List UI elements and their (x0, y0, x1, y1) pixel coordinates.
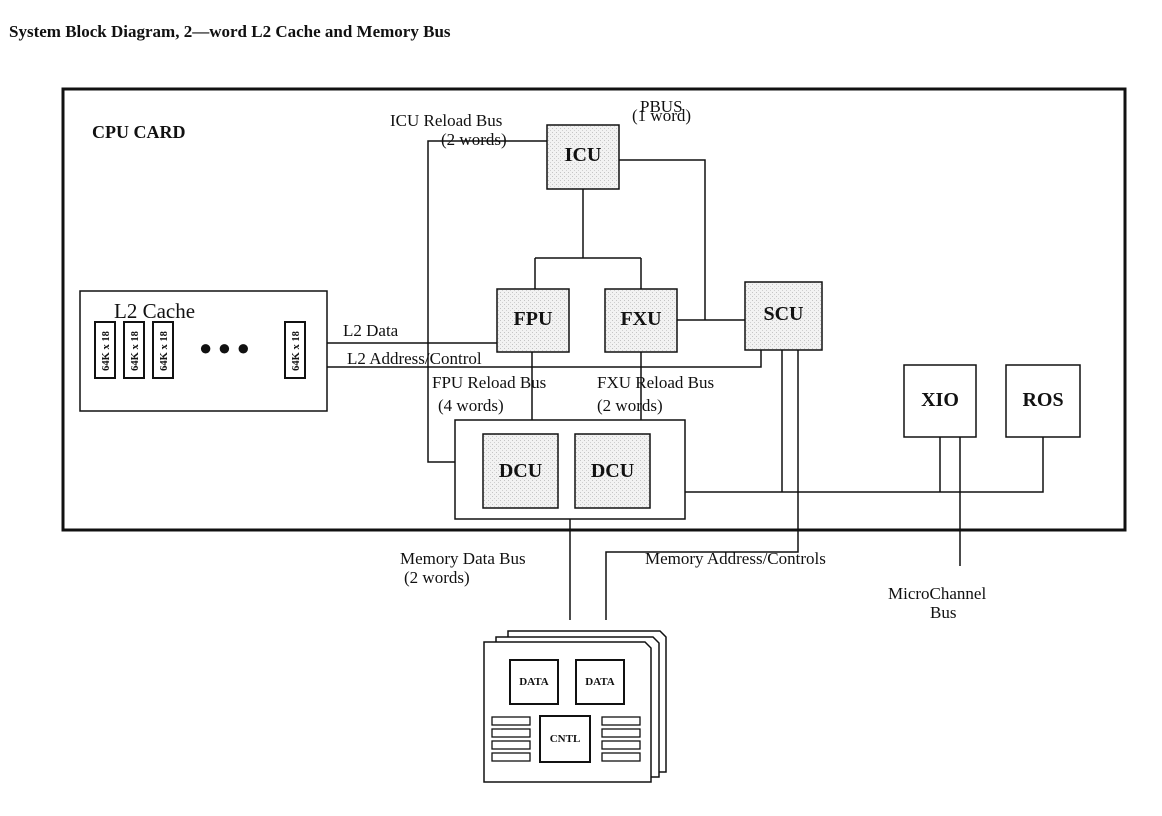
memory-card (483, 630, 667, 783)
l2-data-label: L2 Data (343, 321, 399, 340)
cpu-card-border (61, 87, 1127, 532)
icu-label: ICU (564, 144, 602, 166)
mem-data-left-label: DATA (519, 676, 549, 688)
microchannel-label-line2: Bus (930, 603, 957, 622)
fpu-reload-bus-width: (4 words) (438, 396, 504, 415)
fpu-reload-bus-name: FPU Reload Bus (432, 373, 547, 392)
icu-reload-bus-line (427, 140, 547, 463)
scu-box (744, 281, 823, 351)
memory-address-label: Memory Address/Controls (645, 549, 826, 568)
microchannel-label-line1: MicroChannel (888, 584, 987, 603)
mem-cntl-box (539, 715, 591, 763)
mem-cntl-label: CNTL (549, 733, 581, 745)
scu-bus-line (605, 350, 799, 620)
ros-label: ROS (1022, 389, 1064, 411)
l2-chips (94, 321, 306, 379)
memory-data-bus-width: (2 words) (404, 568, 470, 587)
l2-chip-1 (94, 321, 116, 379)
mem-pin-right-4 (601, 752, 641, 762)
fpu-box (496, 288, 570, 353)
pbus-name: PBUS (640, 97, 683, 116)
pbus-width: (1 word) (632, 106, 692, 125)
l2-cache-label: L2 Cache (114, 299, 196, 323)
l2-chip-2 (123, 321, 145, 379)
mem-data-right-box (575, 659, 625, 705)
fxu-label: FXU (620, 308, 662, 330)
mem-pin-left-2 (491, 728, 531, 738)
dcu-left-box (482, 433, 559, 509)
fxu-reload-bus-width: (2 words) (597, 396, 663, 415)
bus-lines (327, 140, 1044, 620)
scu-label: SCU (763, 303, 804, 325)
l2-address-line (327, 350, 762, 368)
l2-chip-3 (152, 321, 174, 379)
dcu-left-label: DCU (498, 460, 543, 482)
icu-reload-bus-width: (2 words) (441, 130, 507, 149)
system-bus-line (685, 437, 1044, 493)
l2-ellipsis: ● ● ● (199, 335, 250, 360)
dcu-right-box (574, 433, 651, 509)
memory-pins (491, 716, 641, 762)
ros-box (1005, 364, 1081, 438)
dcu-right-label: DCU (590, 460, 635, 482)
fxu-reload-bus-name: FXU Reload Bus (597, 373, 715, 392)
icu-reload-bus-name: ICU Reload Bus (390, 111, 503, 130)
mem-data-right-label: DATA (585, 676, 615, 688)
l2-chip-4-label: 64K x 18 (291, 331, 302, 371)
l2-chip-3-label: 64K x 18 (159, 331, 170, 371)
mem-pin-right-1 (601, 716, 641, 726)
mem-data-left-box (509, 659, 559, 705)
l2-address-label: L2 Address/Control (347, 349, 482, 368)
mem-pin-left-3 (491, 740, 531, 750)
diagram-title: System Block Diagram, 2—word L2 Cache an… (9, 22, 451, 41)
mem-pin-left-1 (491, 716, 531, 726)
icu-branch-line (534, 189, 642, 289)
xio-lines (939, 437, 961, 566)
mem-pin-right-3 (601, 740, 641, 750)
l2-chip-2-label: 64K x 18 (130, 331, 141, 371)
l2-chip-1-label: 64K x 18 (101, 331, 112, 371)
l2-chip-4 (284, 321, 306, 379)
mem-pin-left-4 (491, 752, 531, 762)
xio-label: XIO (921, 389, 959, 411)
pbus-line (619, 159, 706, 320)
mem-pin-right-2 (601, 728, 641, 738)
fpu-label: FPU (513, 308, 553, 330)
cpu-card-label: CPU CARD (92, 122, 186, 142)
memory-data-bus-name: Memory Data Bus (400, 549, 526, 568)
